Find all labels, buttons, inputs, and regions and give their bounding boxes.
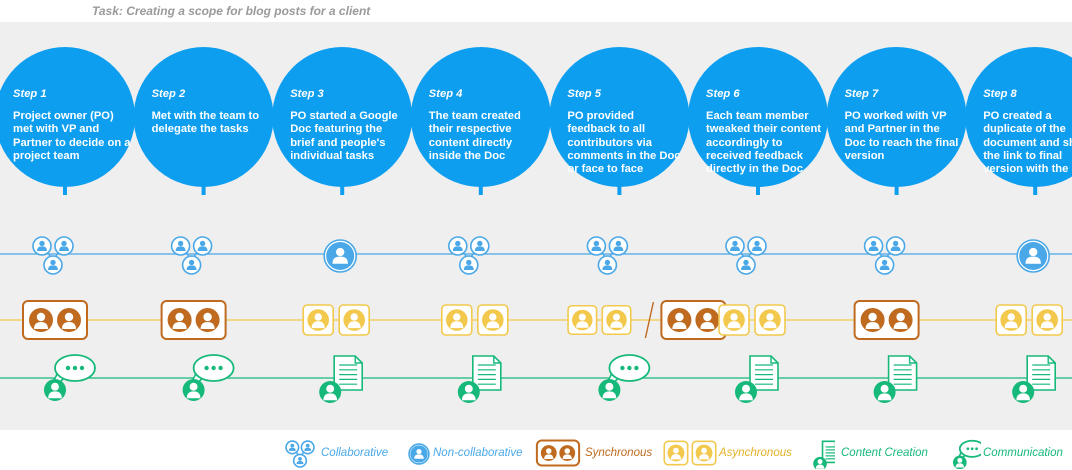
step-icons bbox=[22, 236, 1063, 403]
communication-icon bbox=[952, 439, 981, 469]
collaborative-icon-step-2 bbox=[170, 236, 213, 275]
non-collaborative-icon-step-3 bbox=[323, 239, 358, 273]
step-label: Step 8 bbox=[983, 88, 1017, 100]
content-creation-icon-step-4 bbox=[457, 355, 502, 403]
step-circle-2 bbox=[133, 47, 274, 187]
or-separator-icon bbox=[644, 301, 655, 339]
step-description: PO created a duplicate of the document a… bbox=[983, 110, 1072, 176]
step-label: Step 6 bbox=[706, 88, 740, 100]
step-label: Step 2 bbox=[151, 88, 186, 100]
step-text-6: Step 6 Each team member tweaked their con… bbox=[706, 88, 824, 176]
legend-label-synchronous: Synchronous bbox=[585, 447, 653, 459]
step-label: Step 7 bbox=[844, 88, 879, 100]
content-creation-icon-step-3 bbox=[319, 355, 363, 403]
collaborative-icon-step-7 bbox=[863, 236, 906, 275]
legend: Collaborative Non-collaborative Synchron… bbox=[285, 436, 1072, 470]
step-label: Step 4 bbox=[428, 88, 463, 100]
step-description: Each team member tweaked their content a… bbox=[706, 110, 822, 176]
collaborative-icon-step-6 bbox=[725, 236, 767, 275]
content-creation-icon bbox=[813, 440, 835, 469]
collaborative-icon bbox=[285, 440, 315, 468]
legend-label-asynchronous: Asynchronous bbox=[719, 447, 792, 459]
step-circle-3 bbox=[272, 47, 413, 187]
asynchronous-icon-step-6 bbox=[718, 304, 786, 336]
step-text-5: Step 5 PO provided feedback to all contri… bbox=[567, 88, 685, 176]
step-description: Met with the team to delegate the tasks bbox=[151, 110, 260, 136]
step-description: PO started a Google Doc featuring the br… bbox=[290, 110, 398, 162]
legend-label-content-creation: Content Creation bbox=[841, 447, 928, 459]
asynchronous-icon bbox=[663, 440, 717, 466]
step-text-7: Step 7 PO worked with VP and Partner in t… bbox=[845, 88, 963, 163]
communication-icon-step-2 bbox=[182, 354, 235, 401]
collaborative-icon-step-5 bbox=[586, 236, 629, 275]
step-circle-7 bbox=[826, 47, 967, 187]
legend-label-communication: Communication bbox=[983, 447, 1063, 459]
step-circle-6 bbox=[688, 47, 828, 187]
step-description: PO worked with VP and Partner in the Doc… bbox=[844, 110, 959, 162]
step-circle-5 bbox=[549, 47, 690, 187]
collaborative-icon-step-1 bbox=[32, 236, 74, 275]
task-title: Task: Creating a scope for blog posts fo… bbox=[92, 4, 371, 18]
step-circle-4 bbox=[410, 47, 551, 187]
step-connector-5 bbox=[617, 183, 622, 195]
communication-icon-step-1 bbox=[44, 354, 96, 401]
asynchronous-icon-step-5 bbox=[567, 304, 632, 336]
step-connector-7 bbox=[894, 183, 899, 195]
step-description: Project owner (PO) met with VP and Partn… bbox=[13, 110, 131, 162]
non-collaborative-icon-step-8 bbox=[1016, 239, 1050, 273]
step-text-4: Step 4 The team created their respective … bbox=[429, 88, 547, 163]
non-collaborative-icon bbox=[408, 443, 430, 465]
step-connector-3 bbox=[340, 183, 345, 195]
step-circle-1 bbox=[0, 47, 135, 187]
step-label: Step 3 bbox=[290, 88, 324, 100]
synchronous-icon bbox=[535, 439, 581, 467]
asynchronous-icon-step-3 bbox=[302, 304, 371, 336]
step-text-2: Step 2 Met with the team to delegate the … bbox=[152, 88, 270, 137]
step-label: Step 1 bbox=[13, 88, 47, 100]
step-description: The team created their respective conten… bbox=[428, 110, 521, 162]
communication-icon-step-5 bbox=[598, 354, 651, 401]
collaborative-icon-step-4 bbox=[447, 236, 490, 275]
step-text-3: Step 3 PO started a Google Doc featuring … bbox=[290, 88, 408, 163]
content-creation-icon-step-6 bbox=[735, 355, 779, 403]
synchronous-icon-step-1 bbox=[22, 300, 88, 340]
step-circle-8 bbox=[965, 47, 1072, 187]
synchronous-icon-step-5 bbox=[660, 300, 727, 340]
step-description: PO provided feedback to all contributors… bbox=[567, 110, 681, 176]
step-text-1: Step 1 Project owner (PO) met with VP and… bbox=[13, 88, 131, 163]
asynchronous-icon-step-8 bbox=[995, 304, 1063, 336]
legend-label-non-collaborative: Non-collaborative bbox=[433, 447, 523, 459]
content-creation-icon-step-8 bbox=[1012, 355, 1056, 403]
legend-label-collaborative: Collaborative bbox=[321, 447, 389, 459]
step-text-8: Step 8 PO created a duplicate of the docu… bbox=[983, 88, 1072, 176]
step-label: Step 5 bbox=[567, 88, 601, 100]
step-connector-6 bbox=[756, 183, 760, 195]
step-connector-8 bbox=[1033, 183, 1038, 195]
step-connector-4 bbox=[478, 183, 483, 195]
content-creation-icon-step-7 bbox=[873, 355, 918, 403]
step-connector-2 bbox=[201, 183, 206, 195]
synchronous-icon-step-2 bbox=[160, 300, 227, 340]
step-connector-1 bbox=[63, 183, 67, 195]
step-circles bbox=[0, 47, 1072, 195]
synchronous-icon-step-7 bbox=[853, 300, 920, 340]
asynchronous-icon-step-4 bbox=[440, 304, 509, 336]
